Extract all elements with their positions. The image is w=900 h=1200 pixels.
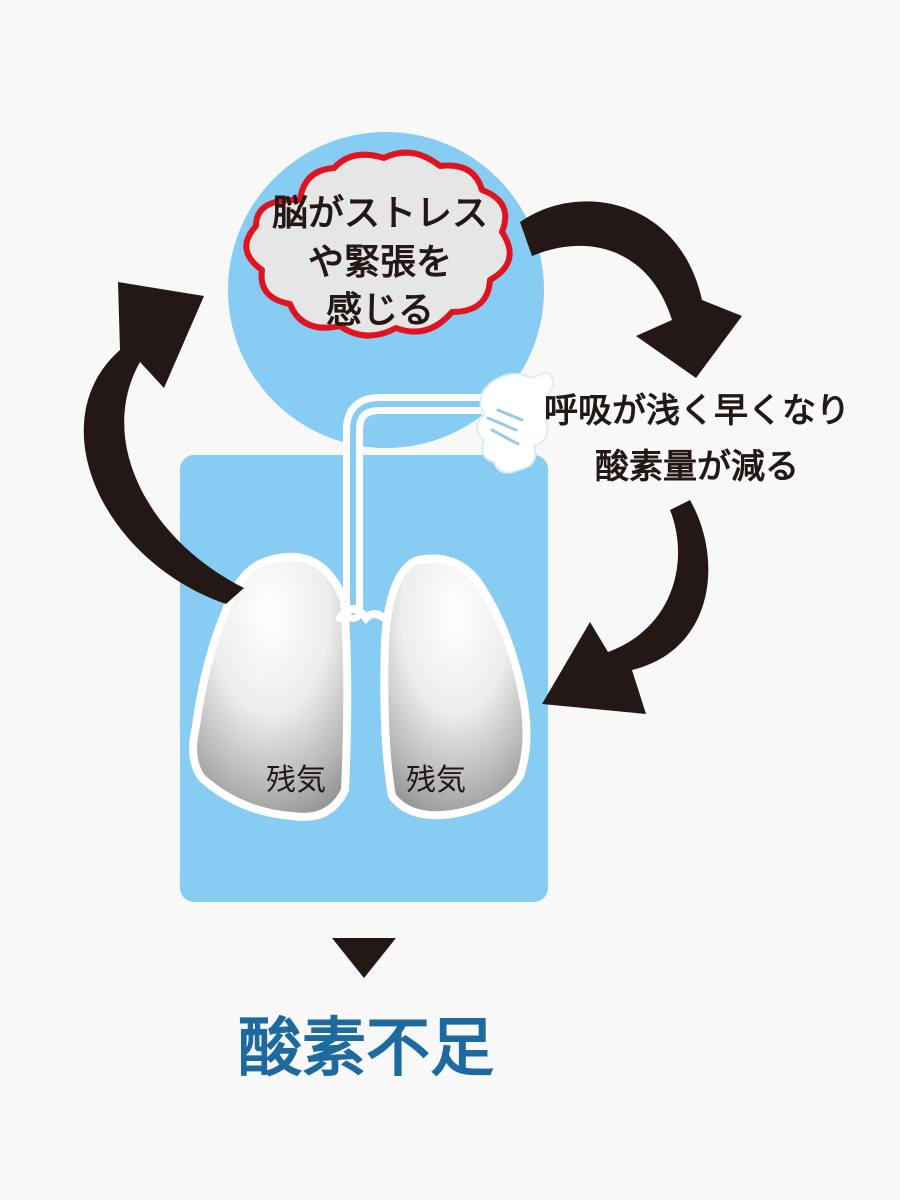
cycle-arrow-brain-to-breathing xyxy=(520,201,742,378)
down-triangle-icon xyxy=(332,938,396,978)
left-lung xyxy=(189,552,352,821)
breathing-text-line-1: 呼吸が浅く早くなり xyxy=(544,391,850,431)
airway-tube xyxy=(343,394,508,622)
right-lung xyxy=(380,554,531,820)
cycle-arrow-lungs-to-brain xyxy=(83,282,244,604)
bronchi xyxy=(336,605,388,625)
stress-thought-cloud xyxy=(243,149,513,339)
left-lung-label: 残気 xyxy=(266,763,326,798)
cloud-text-line-2: や緊張を xyxy=(308,242,452,283)
breathing-text-line-2: 酸素量が減る xyxy=(595,447,799,487)
right-lung-label: 残気 xyxy=(406,763,466,798)
result-title: 酸素不足 xyxy=(238,1012,494,1086)
cloud-text-line-1: 脳がストレス xyxy=(272,193,488,234)
cloud-text-line-3: 感じる xyxy=(326,290,434,331)
cycle-arrow-breathing-to-lungs xyxy=(542,500,709,714)
exhale-puff-icon xyxy=(476,370,555,474)
